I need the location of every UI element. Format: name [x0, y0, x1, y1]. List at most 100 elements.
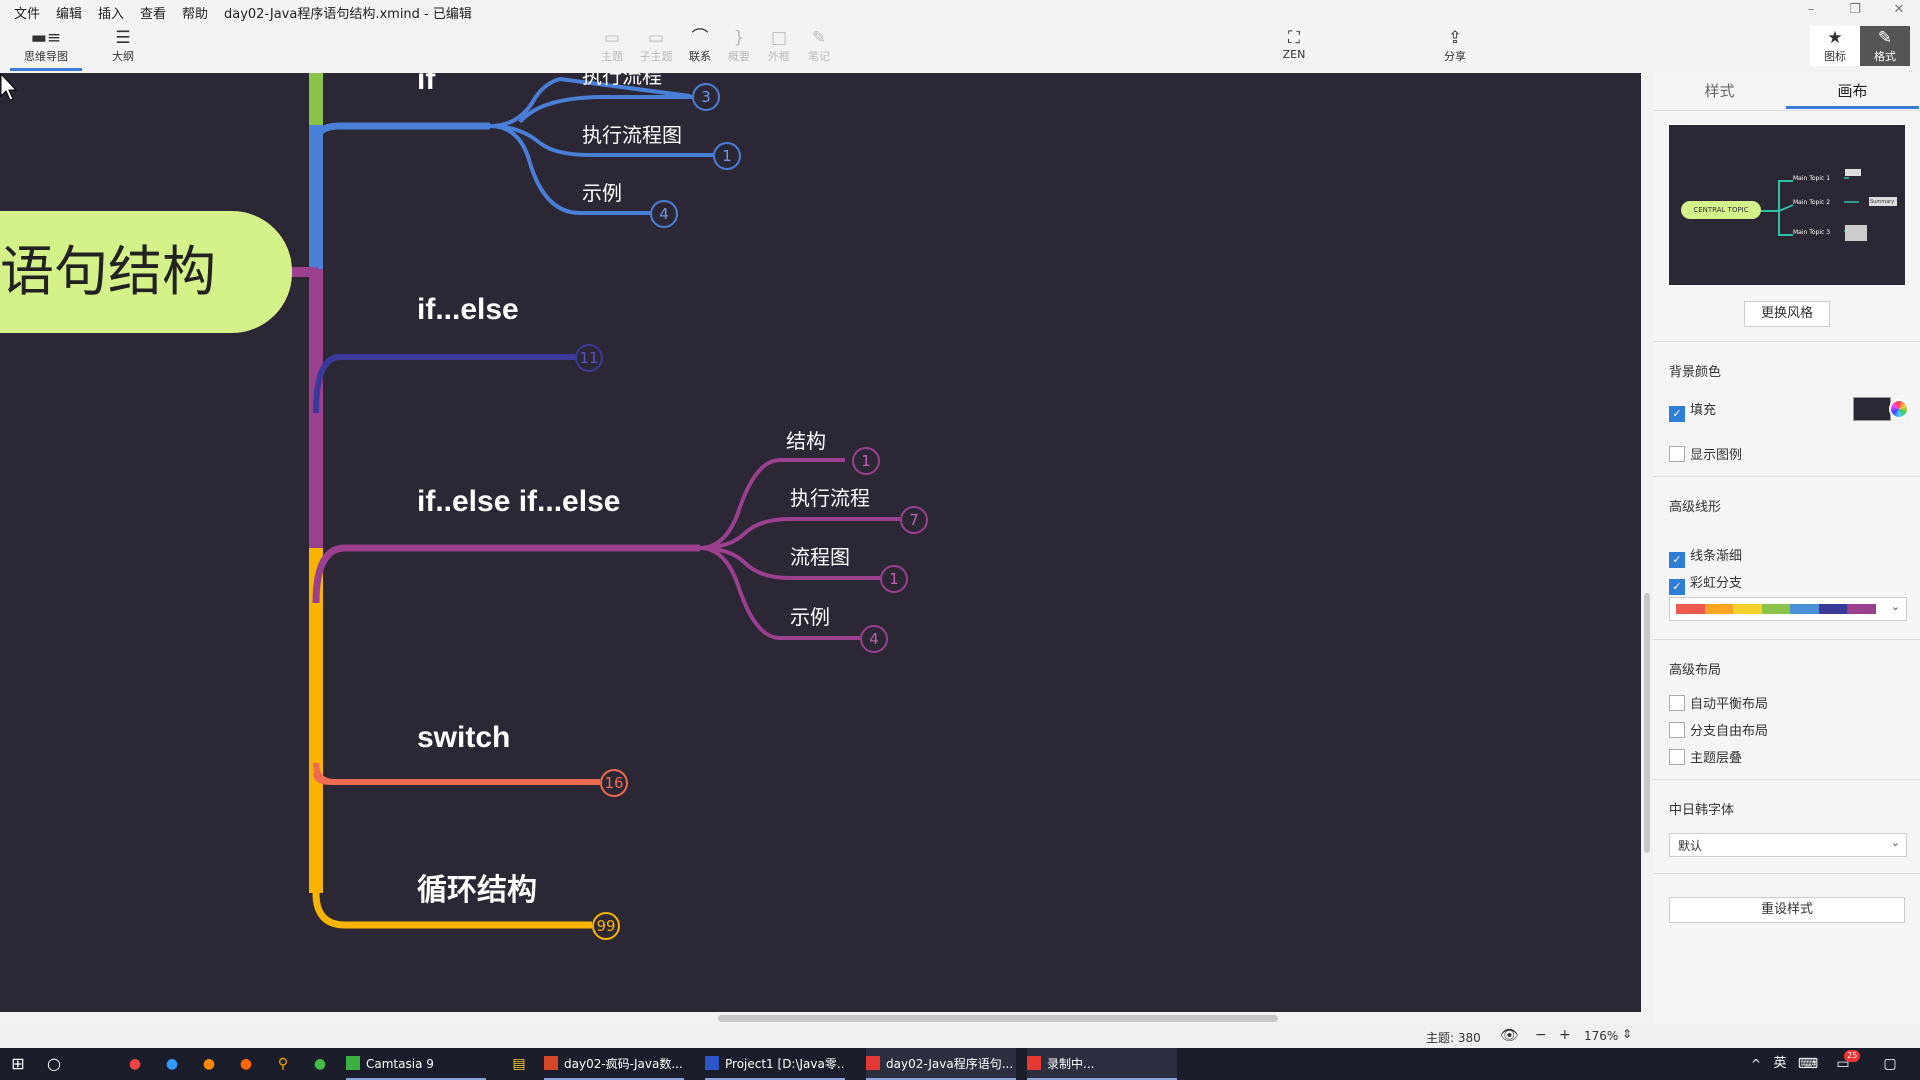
search-icon[interactable]: ○: [47, 1054, 61, 1073]
topic-button[interactable]: ▭ 主题: [584, 28, 640, 64]
menu-file[interactable]: 文件: [14, 7, 41, 22]
app-icon[interactable]: ●: [202, 1056, 216, 1072]
collapse-badge[interactable]: 11: [575, 344, 603, 372]
collapse-badge[interactable]: 4: [650, 200, 678, 228]
summary-button[interactable]: } 概要: [711, 28, 767, 64]
scroll-thumb[interactable]: [718, 1015, 1278, 1022]
zoom-in-icon[interactable]: +: [1559, 1027, 1571, 1043]
zoom-level[interactable]: 176%: [1584, 1029, 1619, 1043]
restore-icon[interactable]: ❐: [1849, 2, 1861, 17]
notification-icon[interactable]: ▭ 25: [1828, 1048, 1861, 1080]
collapse-badge[interactable]: 99: [592, 912, 620, 940]
cjk-font-select[interactable]: 默认 ⌄: [1669, 833, 1907, 857]
taskbar-item-camtasia[interactable]: Camtasia 9: [346, 1048, 486, 1080]
show-legend-checkbox[interactable]: 显示图例: [1669, 444, 1742, 463]
firefox-icon[interactable]: ●: [239, 1056, 253, 1072]
branch-lines: [285, 73, 900, 929]
subtopic-exec-flow[interactable]: 执行流程: [582, 73, 662, 88]
fill-checkbox[interactable]: ✓填充: [1669, 399, 1716, 422]
taskbar-item-recording[interactable]: 录制中...: [1027, 1048, 1177, 1080]
rainbow-branch-checkbox[interactable]: ✓彩虹分支: [1669, 572, 1742, 595]
ime-indicator[interactable]: 英: [1773, 1056, 1787, 1071]
action-center-icon[interactable]: ▢: [1883, 1056, 1897, 1072]
branch-if: [312, 122, 490, 144]
keyboard-icon[interactable]: ⌨: [1797, 1056, 1819, 1072]
topic-if-else-if-else[interactable]: if..else if...else: [417, 485, 621, 518]
line-taper-checkbox[interactable]: ✓线条渐细: [1669, 545, 1742, 568]
branch-ifelseif-sub3: [699, 546, 880, 580]
subtopic-button[interactable]: ▭ 子主题: [628, 28, 684, 64]
change-style-button[interactable]: 更换风格: [1744, 301, 1830, 327]
note-icon: ✎: [811, 28, 827, 48]
topic-overlap-checkbox[interactable]: 主题层叠: [1669, 747, 1742, 766]
subtopic-example[interactable]: 示例: [582, 181, 622, 205]
horizontal-scrollbar[interactable]: [0, 1012, 1641, 1024]
rainbow-color-select[interactable]: ⌄: [1669, 597, 1907, 621]
boundary-button[interactable]: □ 外框: [751, 28, 807, 64]
collapse-badge[interactable]: 16: [600, 769, 628, 797]
rainbow-swatch: [1790, 604, 1819, 614]
collapse-badge[interactable]: 3: [692, 83, 720, 111]
subtopic-flowchart-2[interactable]: 流程图: [790, 545, 850, 569]
collapse-badge[interactable]: 1: [713, 142, 741, 170]
topic-if[interactable]: if: [417, 73, 436, 96]
cjk-font-label: 中日韩字体: [1669, 803, 1735, 818]
zen-button[interactable]: ⛶ ZEN: [1267, 28, 1321, 61]
central-topic[interactable]: 语句结构: [0, 211, 292, 333]
fill-color-swatch[interactable]: [1853, 397, 1891, 421]
collapse-badge[interactable]: 1: [880, 565, 908, 593]
tab-canvas[interactable]: 画布: [1786, 73, 1919, 109]
topic-if-else[interactable]: if...else: [417, 293, 519, 326]
title-bar: 文件 编辑 插入 查看 帮助 day02-Java程序语句结构.xmind - …: [0, 0, 1920, 22]
chevron-up-icon[interactable]: ^: [1750, 1057, 1762, 1071]
windows-start-icon[interactable]: ⊞: [11, 1054, 25, 1073]
auto-balance-checkbox[interactable]: 自动平衡布局: [1669, 693, 1768, 712]
zoom-out-icon[interactable]: −: [1535, 1027, 1547, 1043]
mindmap-canvas[interactable]: 语句结构 if if...else if..else if...else swi…: [0, 73, 1641, 1012]
qq-browser-icon[interactable]: ●: [165, 1056, 179, 1072]
vertical-scrollbar[interactable]: [1641, 73, 1653, 1024]
subtopic-flowchart[interactable]: 执行流程图: [582, 123, 682, 147]
scroll-thumb[interactable]: [1644, 593, 1650, 853]
minimize-icon[interactable]: –: [1807, 2, 1815, 17]
preview-topic: Main Topic 2: [1793, 199, 1831, 206]
branch-if-sub3: [489, 124, 650, 215]
tab-style[interactable]: 样式: [1704, 82, 1735, 100]
menu-edit[interactable]: 编辑: [56, 7, 83, 22]
app-icon[interactable]: ●: [313, 1056, 327, 1072]
subtopic-structure[interactable]: 结构: [786, 429, 826, 453]
taskbar-item-intellij[interactable]: Project1 [D:\Java零...: [705, 1048, 845, 1080]
format-button[interactable]: ✎ 格式: [1860, 26, 1910, 66]
tab-mindmap[interactable]: ▬≡ 思维导图: [10, 28, 82, 71]
format-panel: 样式 画布 CENTRAL TOPIC Main Topic 1 Main To…: [1653, 73, 1920, 1024]
search-app-icon[interactable]: ⚲: [277, 1056, 289, 1072]
tab-outline[interactable]: ☰ 大纲: [96, 28, 150, 64]
subtopic-exec-flow-2[interactable]: 执行流程: [790, 486, 870, 510]
taskbar: ⊞ ○ ● ● ● ● ⚲ ● Camtasia 9 ▤ day02-疯码-Ja…: [0, 1048, 1920, 1080]
style-preview-thumbnail[interactable]: CENTRAL TOPIC Main Topic 1 Main Topic 2 …: [1669, 125, 1905, 285]
note-button[interactable]: ✎ 笔记: [791, 28, 847, 64]
free-branch-checkbox[interactable]: 分支自由布局: [1669, 720, 1768, 739]
zoom-stepper-icon[interactable]: ⇕: [1622, 1027, 1633, 1041]
reset-style-button[interactable]: 重设样式: [1669, 897, 1905, 923]
color-wheel-icon[interactable]: [1889, 399, 1909, 419]
collapse-badge[interactable]: 4: [860, 625, 888, 653]
eye-icon[interactable]: 👁: [1500, 1026, 1520, 1044]
topic-loop[interactable]: 循环结构: [417, 874, 537, 907]
chrome-icon[interactable]: ●: [128, 1056, 142, 1072]
preview-topic: Main Topic 3: [1793, 229, 1831, 236]
subtopic-example-2[interactable]: 示例: [790, 605, 830, 629]
menu-view[interactable]: 查看: [140, 7, 167, 22]
collapse-badge[interactable]: 7: [900, 506, 928, 534]
menu-insert[interactable]: 插入: [98, 7, 125, 22]
taskbar-item-xmind[interactable]: day02-Java程序语句...: [866, 1048, 1016, 1080]
topic-switch[interactable]: switch: [417, 721, 511, 754]
relationship-button[interactable]: ⌒ 联系: [672, 28, 728, 64]
icons-button[interactable]: ★ 图标: [1810, 26, 1860, 66]
taskbar-item-powerpoint[interactable]: day02-疯码-Java数...: [544, 1048, 684, 1080]
share-button[interactable]: ⇪ 分享: [1428, 28, 1482, 64]
folder-icon[interactable]: ▤: [512, 1056, 526, 1072]
collapse-badge[interactable]: 1: [852, 447, 880, 475]
close-icon[interactable]: ✕: [1893, 2, 1905, 17]
menu-help[interactable]: 帮助: [182, 7, 209, 22]
